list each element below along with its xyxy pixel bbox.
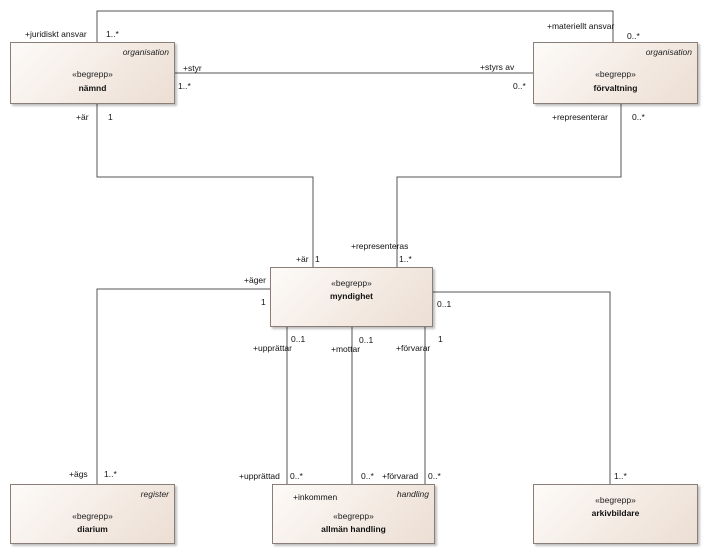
role-inkommen: +inkommen (293, 492, 338, 502)
stereotype-label: «begrepp» (333, 511, 374, 521)
stereotype-label: «begrepp» (72, 511, 113, 521)
class-myndighet[interactable]: «begrepp» myndighet (270, 267, 433, 327)
class-allman-handling[interactable]: handling +inkommen «begrepp» allmän hand… (272, 484, 435, 544)
role-representeras: +representeras (351, 241, 409, 251)
stereotype-label: «begrepp» (595, 69, 636, 79)
class-name: allmän handling (321, 524, 386, 534)
package-label: register (140, 489, 169, 499)
class-forvaltning[interactable]: organisation «begrepp» förvaltning (533, 42, 698, 104)
multiplicity: 1..* (178, 81, 191, 91)
stereotype-label: «begrepp» (72, 69, 113, 79)
role-upprattad: +upprättad (239, 471, 280, 481)
stereotype-label: «begrepp» (595, 495, 636, 505)
multiplicity: 0..* (627, 31, 640, 41)
role-ags: +ägs (69, 469, 88, 479)
role-forvarar: +förvarar (396, 343, 431, 353)
multiplicity: 0..* (513, 81, 526, 91)
role-juridiskt-ansvar: +juridiskt ansvar (25, 29, 87, 39)
package-label: organisation (122, 47, 169, 57)
multiplicity: 0..1 (291, 334, 306, 344)
class-arkivbildare[interactable]: «begrepp» arkivbildare (533, 484, 698, 544)
multiplicity: 1..* (399, 254, 412, 264)
multiplicity: 0..1 (359, 335, 374, 345)
role-upprattar: +upprättar (253, 343, 292, 353)
role-mottar: +mottar (331, 344, 361, 354)
multiplicity: 1..* (614, 471, 627, 481)
class-name: diarium (77, 524, 108, 534)
role-representerar: +representerar (552, 112, 608, 122)
multiplicity: 0..* (290, 471, 303, 481)
role-ar: +är (296, 254, 309, 264)
package-label: organisation (645, 47, 692, 57)
multiplicity: 0..1 (437, 299, 452, 309)
class-name: arkivbildare (591, 508, 640, 518)
role-ar: +är (76, 112, 89, 122)
role-materiellt-ansvar: +materiellt ansvar (547, 21, 615, 31)
assoc-juridiskt-materiellt (96, 10, 614, 42)
class-name: myndighet (330, 291, 373, 301)
multiplicity: 0..* (428, 471, 441, 481)
multiplicity: 1..* (104, 469, 117, 479)
multiplicity: 0..* (632, 112, 645, 122)
multiplicity: 1 (261, 297, 266, 307)
class-name: nämnd (78, 83, 107, 93)
class-namnd[interactable]: organisation «begrepp» nämnd (10, 42, 175, 104)
role-styr: +styr (183, 63, 202, 73)
multiplicity: 1 (108, 112, 113, 122)
stereotype-label: «begrepp» (331, 278, 372, 288)
assoc-ager-diarium (96, 288, 270, 484)
multiplicity: 1 (438, 334, 443, 344)
role-ager: +äger (244, 275, 266, 285)
multiplicity: 0..* (361, 471, 374, 481)
package-label: handling (396, 489, 429, 499)
class-diarium[interactable]: register «begrepp» diarium (10, 484, 175, 544)
multiplicity: 1 (315, 254, 320, 264)
assoc-representerar (396, 104, 622, 267)
multiplicity: 1..* (106, 29, 119, 39)
class-name: förvaltning (593, 83, 638, 93)
role-styrs-av: +styrs av (480, 62, 515, 72)
assoc-myndighet-arkivbildare (433, 291, 611, 484)
assoc-ar (96, 104, 314, 267)
role-forvarad: +förvarad (382, 471, 419, 481)
